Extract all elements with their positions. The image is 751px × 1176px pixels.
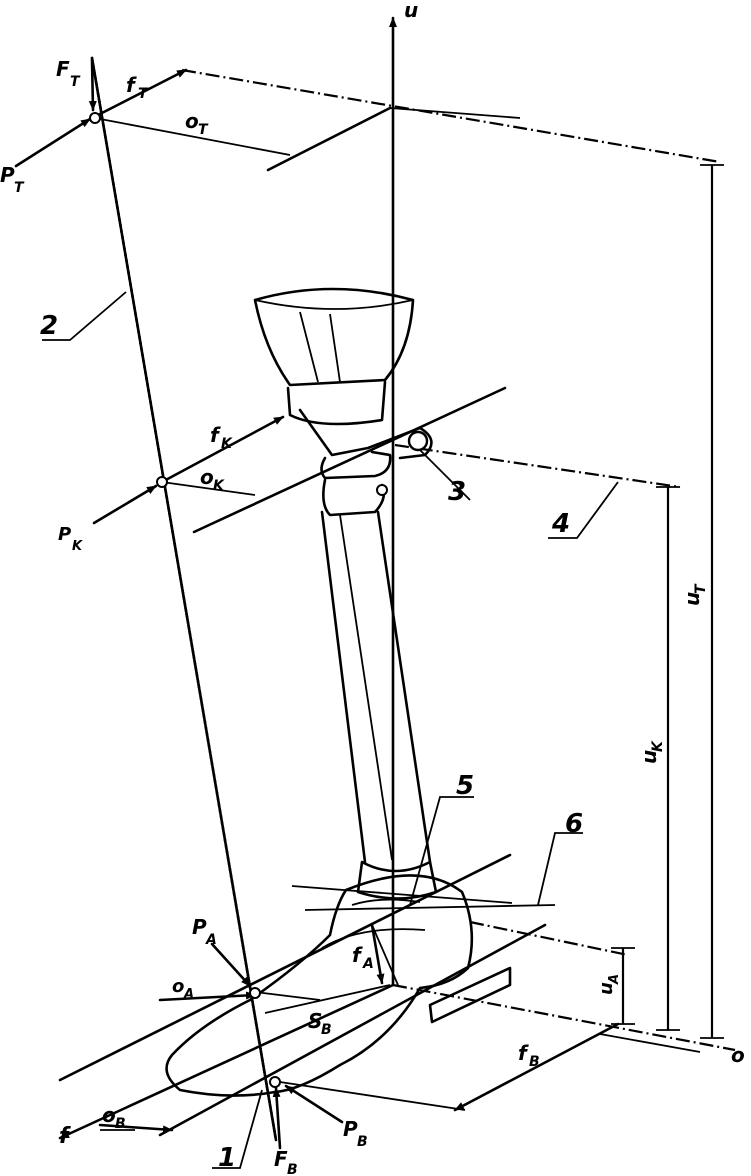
svg-text:A: A — [362, 956, 374, 972]
dimension-uA — [611, 947, 635, 1025]
axis-f — [58, 983, 395, 1140]
point-K — [156, 476, 168, 488]
force-PA-arrow — [210, 942, 252, 988]
point-B — [269, 1076, 281, 1088]
force-PB-arrow — [284, 1084, 344, 1124]
label-fT: f T — [126, 73, 149, 102]
svg-text:f: f — [59, 1124, 71, 1149]
label-oA: o A — [172, 976, 194, 1002]
callout-2: 2 — [40, 311, 58, 341]
ankle-axis-lines — [58, 853, 556, 1137]
svg-text:T: T — [198, 122, 209, 138]
svg-text:S: S — [308, 1009, 322, 1033]
label-oK: o K — [200, 465, 225, 494]
svg-text:B: B — [529, 1054, 540, 1070]
label-PK: P K — [58, 524, 83, 554]
callout-1: 1 — [218, 1143, 236, 1173]
point-T — [89, 112, 101, 124]
svg-text:K: K — [221, 436, 233, 452]
dimension-uT — [700, 164, 724, 1039]
label-PA: P A — [192, 915, 217, 948]
force-PT-arrow — [14, 117, 92, 168]
callout-3: 3 — [448, 477, 466, 507]
svg-text:T: T — [70, 74, 81, 90]
svg-text:o: o — [102, 1103, 116, 1127]
svg-text:F: F — [274, 1147, 288, 1171]
label-PB: P B — [343, 1117, 368, 1150]
svg-text:u: u — [404, 0, 418, 22]
support-block — [428, 966, 512, 1024]
svg-text:K: K — [650, 740, 666, 752]
force-FT-arrow — [88, 58, 97, 112]
svg-text:u: u — [637, 750, 661, 764]
label-fK: f K — [210, 423, 233, 452]
svg-text:B: B — [287, 1162, 298, 1176]
svg-text:u: u — [596, 982, 617, 995]
load-line — [90, 56, 278, 1142]
callout-6: 6 — [565, 809, 583, 839]
label-SB: S B — [308, 1009, 332, 1038]
svg-text:A: A — [205, 932, 217, 948]
svg-text:K: K — [72, 539, 83, 554]
knee-reference-lines — [160, 386, 681, 534]
callout-leaders — [42, 291, 619, 1169]
svg-text:T: T — [138, 86, 149, 102]
svg-text:P: P — [192, 915, 207, 939]
svg-text:f: f — [126, 73, 137, 97]
knee-joint — [320, 430, 429, 517]
label-FB: F B — [274, 1147, 298, 1176]
svg-text:K: K — [213, 478, 225, 494]
top-reference-lines — [94, 68, 721, 172]
svg-text:B: B — [357, 1134, 368, 1150]
svg-text:f: f — [352, 943, 363, 967]
svg-text:f: f — [210, 423, 221, 447]
svg-text:o: o — [172, 976, 184, 997]
callout-4: 4 — [551, 509, 570, 539]
foot-reference-lines — [98, 920, 629, 1134]
label-uA: u A — [596, 974, 622, 995]
ankle-adapter — [356, 860, 438, 900]
svg-text:A: A — [183, 987, 194, 1002]
svg-text:f: f — [518, 1041, 529, 1065]
callout-5: 5 — [456, 771, 474, 801]
svg-text:P: P — [0, 163, 15, 187]
label-axis-o: o — [731, 1043, 745, 1067]
svg-text:u: u — [680, 592, 704, 606]
foot — [165, 874, 474, 1097]
svg-text:T: T — [693, 583, 709, 594]
label-oT: o T — [185, 109, 209, 138]
label-FT: F T — [56, 57, 81, 90]
label-fB: f B — [518, 1041, 540, 1070]
svg-text:o: o — [731, 1043, 745, 1067]
pylon — [320, 510, 432, 864]
force-PK-arrow — [92, 484, 158, 525]
point-A — [249, 987, 261, 999]
label-uT: u T — [680, 583, 709, 606]
force-FB-arrow — [272, 1086, 282, 1150]
svg-text:A: A — [607, 974, 622, 985]
svg-text:T: T — [14, 180, 25, 196]
label-uK: u K — [637, 740, 666, 764]
label-axis-u: u — [404, 0, 418, 22]
label-PT: P T — [0, 163, 25, 196]
dimension-uK — [656, 486, 680, 1031]
label-oB: o B — [100, 1103, 135, 1132]
svg-text:o: o — [185, 109, 199, 133]
svg-text:B: B — [115, 1116, 126, 1132]
socket — [253, 287, 433, 460]
svg-text:F: F — [56, 57, 70, 81]
label-fA: f A — [352, 943, 374, 972]
svg-text:P: P — [58, 524, 71, 545]
svg-text:o: o — [200, 465, 214, 489]
dimension-fB — [453, 1022, 701, 1112]
label-axis-f: f — [59, 1124, 71, 1149]
svg-text:B: B — [321, 1022, 332, 1038]
svg-text:P: P — [343, 1117, 358, 1141]
